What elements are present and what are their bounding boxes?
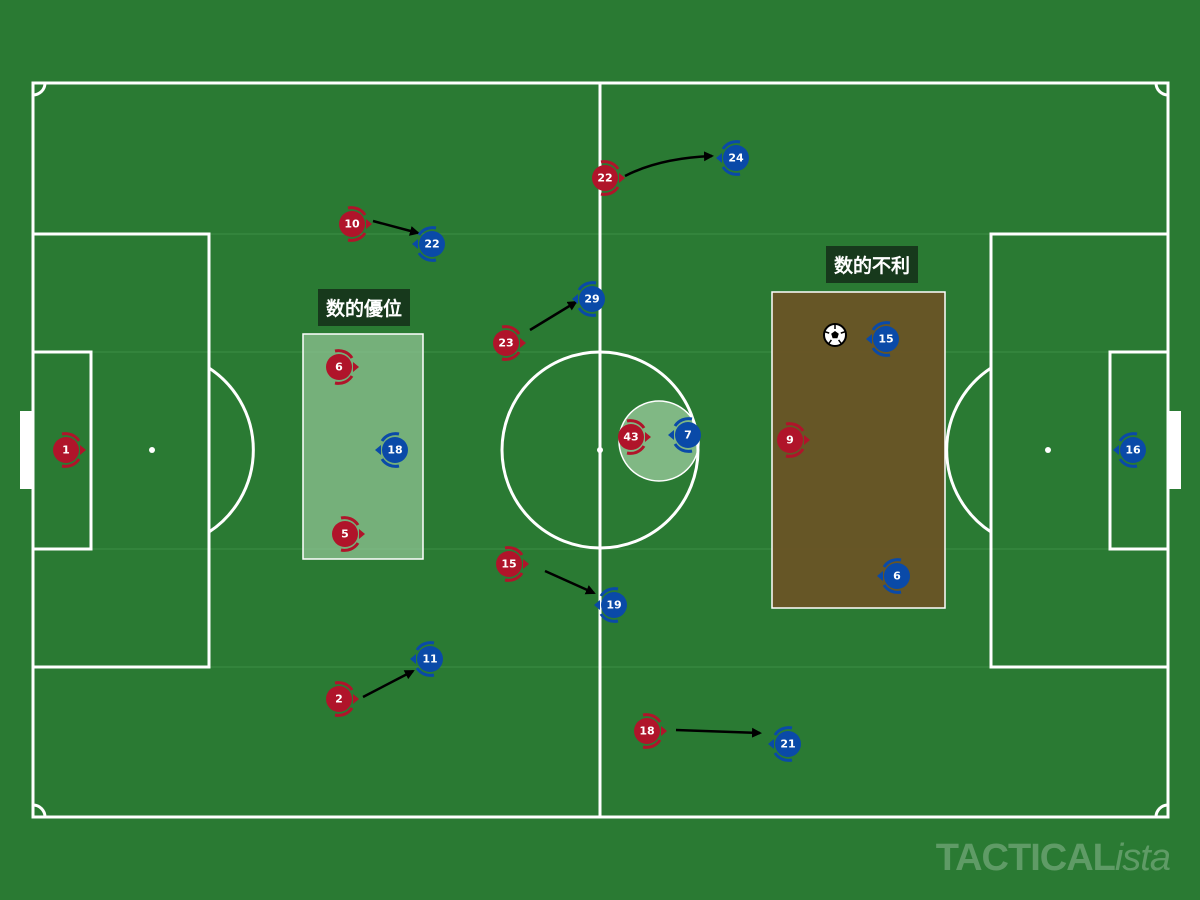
player-number: 18	[387, 444, 402, 457]
player-marker	[592, 165, 618, 191]
player-number: 24	[728, 152, 744, 165]
player-number: 2	[335, 693, 343, 706]
player-number: 10	[344, 218, 360, 231]
home-player-10: 10	[339, 206, 372, 242]
home-player-2: 2	[326, 681, 359, 717]
home-player-6: 6	[326, 349, 359, 385]
home-player-9: 9	[777, 422, 810, 458]
arrow-15-to-19	[544, 569, 596, 595]
pitch-spots	[149, 447, 1051, 453]
player-marker	[496, 551, 522, 577]
away-player-16: 16	[1113, 432, 1146, 468]
player-marker	[579, 286, 605, 312]
player-marker	[332, 521, 358, 547]
player-marker	[775, 731, 801, 757]
home-player-5: 5	[332, 516, 365, 552]
player-number: 15	[501, 558, 516, 571]
away-player-22: 22	[412, 226, 445, 262]
player-number: 29	[584, 293, 599, 306]
player-number: 23	[498, 337, 513, 350]
players: 1 10 22 6 23 43 9 5 15 2 18 24 22 29 15 18 7 16 6 19 11 21	[53, 140, 1146, 762]
player-number: 22	[424, 238, 439, 251]
home-player-43: 43	[618, 419, 651, 455]
movement-arrows	[362, 151, 762, 738]
arrow-18-to-21	[675, 727, 762, 738]
away-player-24: 24	[716, 140, 749, 176]
home-player-22: 22	[592, 160, 625, 196]
home-player-15: 15	[496, 546, 529, 582]
player-number: 19	[606, 599, 621, 612]
goals	[20, 411, 1181, 489]
player-number: 6	[335, 361, 343, 374]
arrow-2-to-11	[362, 669, 415, 699]
watermark-suffix: ista	[1114, 837, 1171, 879]
disadvantage-label: 数的不利	[826, 246, 919, 283]
player-marker	[417, 646, 443, 672]
away-player-29: 29	[572, 281, 605, 317]
soccer-ball-icon	[823, 323, 847, 347]
player-number: 11	[422, 653, 437, 666]
player-number: 22	[597, 172, 612, 185]
advantage-label: 数的優位	[318, 289, 411, 326]
player-marker	[382, 437, 408, 463]
player-number: 21	[780, 738, 795, 751]
player-number: 15	[878, 333, 893, 346]
away-player-11: 11	[410, 641, 443, 677]
home-player-23: 23	[493, 325, 526, 361]
watermark-logo: TACTICALista	[935, 837, 1171, 880]
away-player-7: 7	[668, 417, 701, 453]
player-marker	[1120, 437, 1146, 463]
home-player-1: 1	[53, 432, 86, 468]
player-marker	[884, 563, 910, 589]
player-marker	[618, 424, 644, 450]
player-marker	[339, 211, 365, 237]
player-marker	[419, 231, 445, 257]
player-marker	[723, 145, 749, 171]
player-marker	[53, 437, 79, 463]
player-marker	[634, 718, 660, 744]
home-player-18: 18	[634, 713, 667, 749]
away-player-18: 18	[375, 432, 408, 468]
player-marker	[326, 686, 352, 712]
away-player-6: 6	[877, 558, 910, 594]
player-number: 1	[62, 444, 70, 457]
player-number: 9	[786, 434, 794, 447]
player-number: 43	[623, 431, 638, 444]
away-player-21: 21	[768, 726, 801, 762]
player-number: 5	[341, 528, 349, 541]
arrow-22-to-24	[624, 151, 714, 178]
player-marker	[777, 427, 803, 453]
arrow-23-to-29	[529, 300, 578, 332]
away-player-19: 19	[594, 587, 627, 623]
player-number: 6	[893, 570, 901, 583]
player-marker	[326, 354, 352, 380]
player-marker	[493, 330, 519, 356]
player-marker	[675, 422, 701, 448]
away-player-15: 15	[866, 321, 899, 357]
player-marker	[601, 592, 627, 618]
player-number: 16	[1125, 444, 1141, 457]
player-number: 18	[639, 725, 654, 738]
player-marker	[873, 326, 899, 352]
watermark-main: TACTICAL	[935, 837, 1116, 879]
arrow-10-to-22	[372, 219, 420, 236]
player-number: 7	[684, 429, 692, 442]
